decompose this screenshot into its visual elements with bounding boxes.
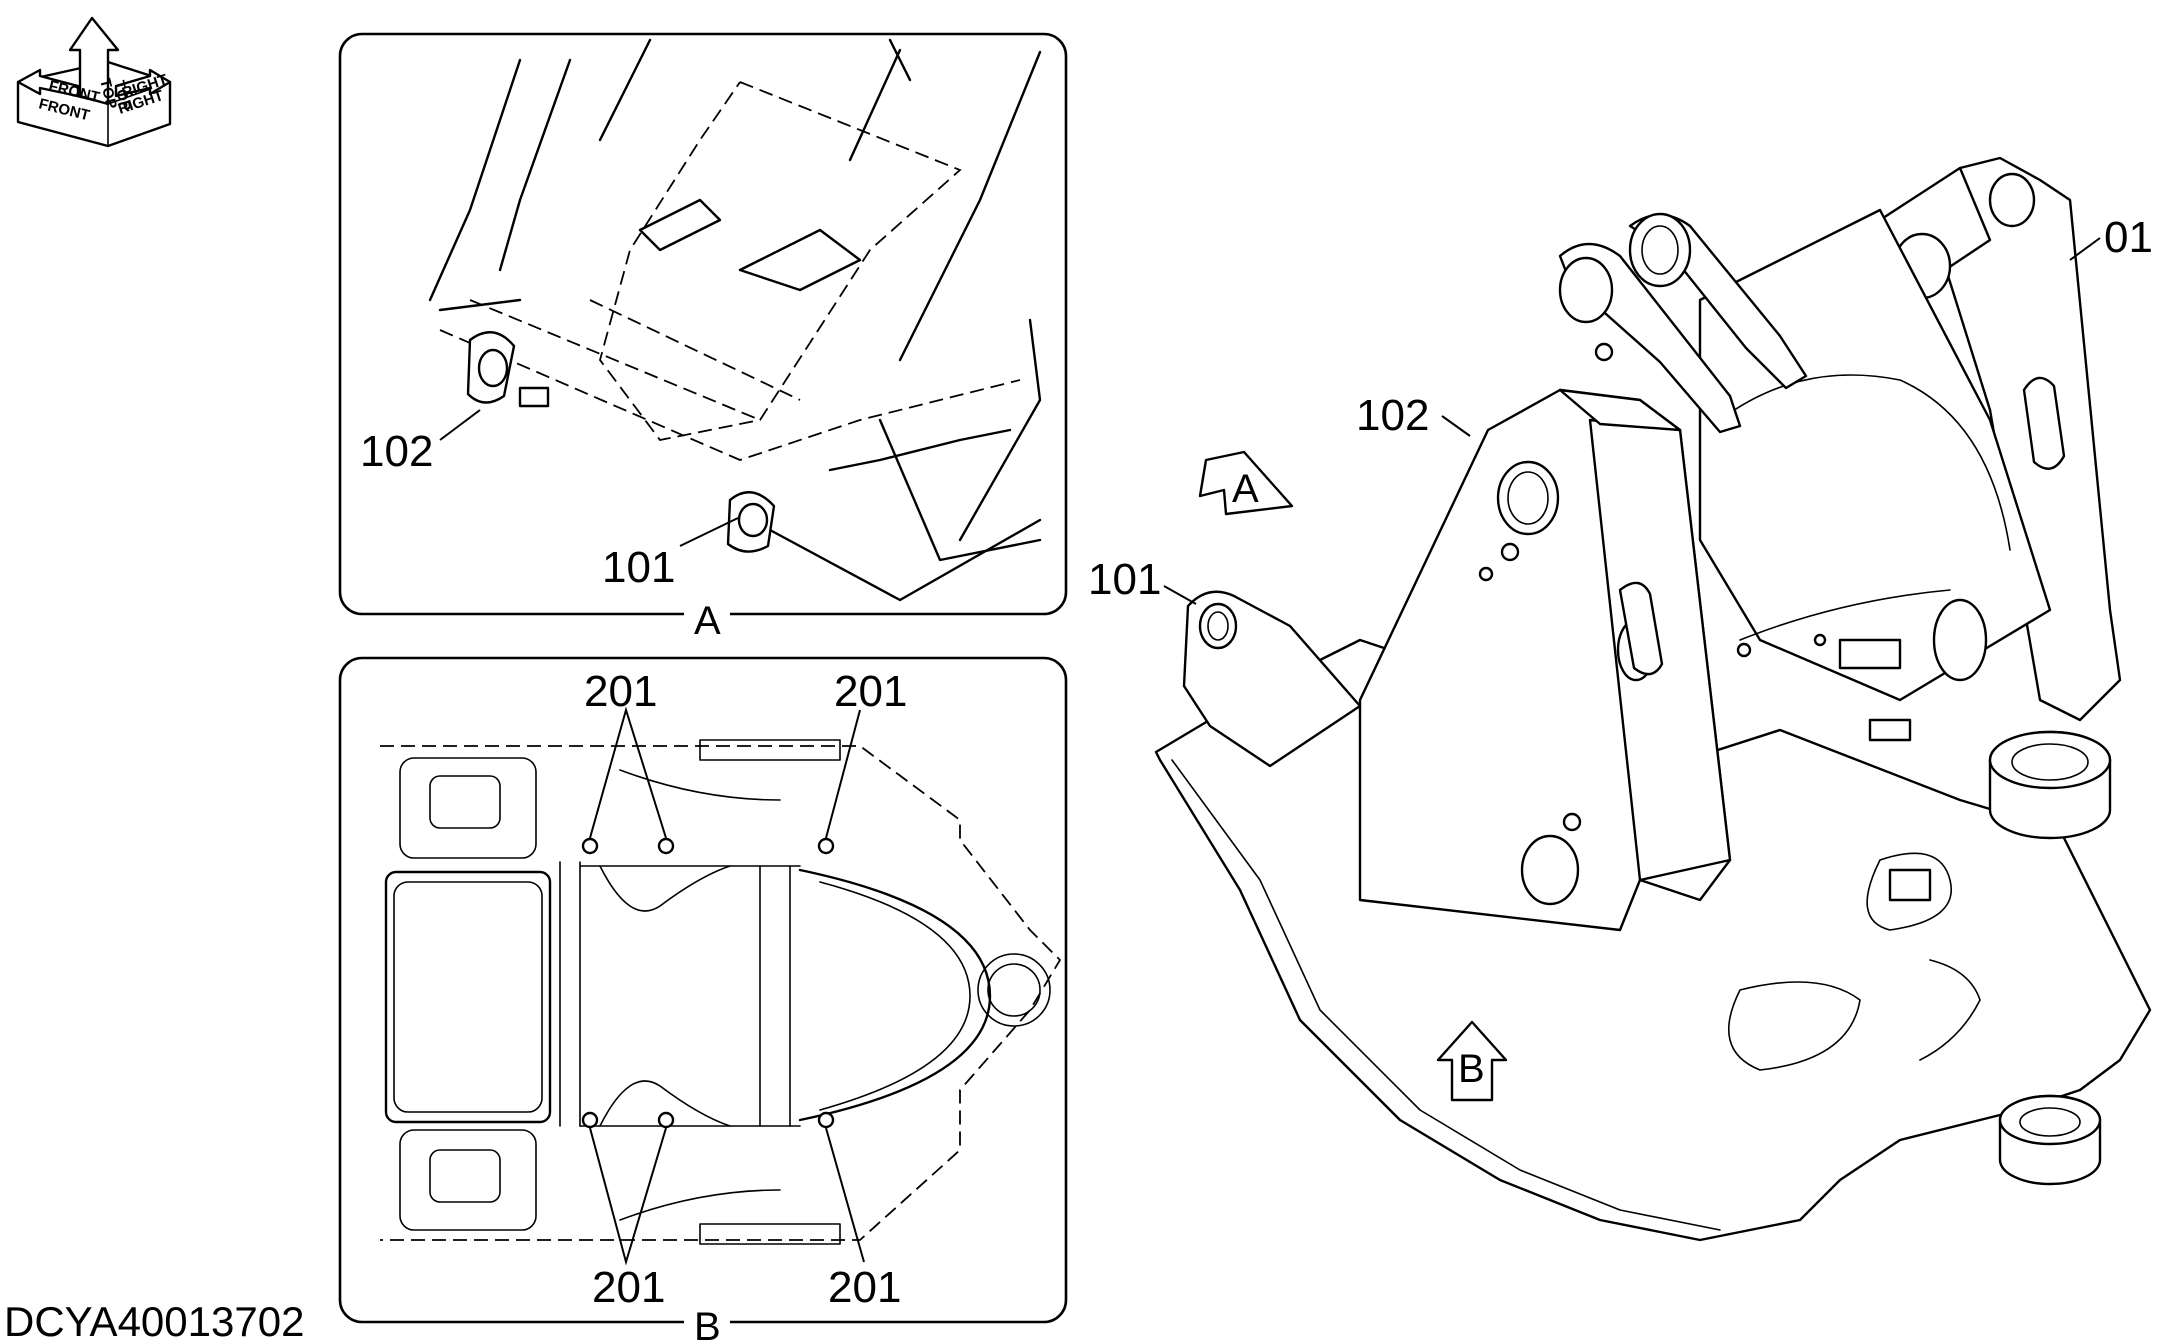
bearing-ring-upper	[1988, 730, 2112, 840]
view-b-label-bg	[684, 1302, 730, 1342]
view-b-label: B	[694, 1305, 721, 1344]
main-frame-assembly	[1154, 156, 2152, 1242]
leader-main-101	[1163, 585, 1197, 605]
callout-view-a-101: 101	[602, 543, 675, 592]
callout-main-102: 102	[1356, 391, 1429, 440]
callout-view-b-201-bottom-left: 201	[592, 1263, 665, 1312]
detail-view-a-frame	[338, 32, 1068, 616]
bolt-details	[1478, 342, 1932, 902]
leader-view-b-201-bottom-left	[589, 1127, 667, 1266]
orientation-top-label: TOP	[96, 77, 120, 111]
leader-view-b-201-top-right	[825, 709, 861, 839]
view-b-arrow-label: B	[1458, 1047, 1485, 1091]
leader-main-01	[2069, 237, 2101, 261]
view-b-plan-outline	[380, 739, 1062, 1245]
leader-view-b-201-top-left	[589, 706, 667, 839]
leader-view-b-201-bottom-right	[825, 1127, 865, 1263]
detail-view-b: 201 201 201 201 B	[338, 656, 1068, 1344]
view-a-arrow: A	[1198, 450, 1294, 516]
upper-lug	[1628, 213, 1808, 390]
drawing-id: DCYA40013702	[4, 1298, 304, 1344]
orientation-top-mirror-label: TOP	[110, 79, 134, 113]
callout-main-01: 01	[2104, 213, 2153, 262]
callout-view-b-201-top-left: 201	[584, 667, 657, 716]
callout-view-a-102: 102	[360, 427, 433, 476]
leader-view-a-101	[679, 517, 739, 547]
view-b-arrow: B	[1436, 1020, 1508, 1102]
leader-view-a-102	[439, 409, 481, 441]
callout-main-101: 101	[1088, 555, 1161, 604]
view-a-label: A	[694, 599, 721, 643]
callout-view-b-201-top-right: 201	[834, 667, 907, 716]
view-a-lug-102	[466, 331, 550, 408]
view-a-arrow-label: A	[1232, 467, 1259, 511]
view-a-lug-101	[726, 491, 776, 553]
callout-view-b-201-bottom-right: 201	[828, 1263, 901, 1312]
leader-main-102	[1441, 415, 1471, 437]
bearing-ring-lower	[1998, 1094, 2102, 1186]
detail-view-a: 102 101 A	[338, 32, 1068, 643]
orientation-cube-icon: FRONT FRONT RIGHT RIGHT TOP TOP	[16, 16, 172, 148]
view-a-label-bg	[684, 596, 730, 636]
view-a-frame-outline	[428, 38, 1042, 602]
view-b-bolt-markers	[581, 837, 835, 1129]
